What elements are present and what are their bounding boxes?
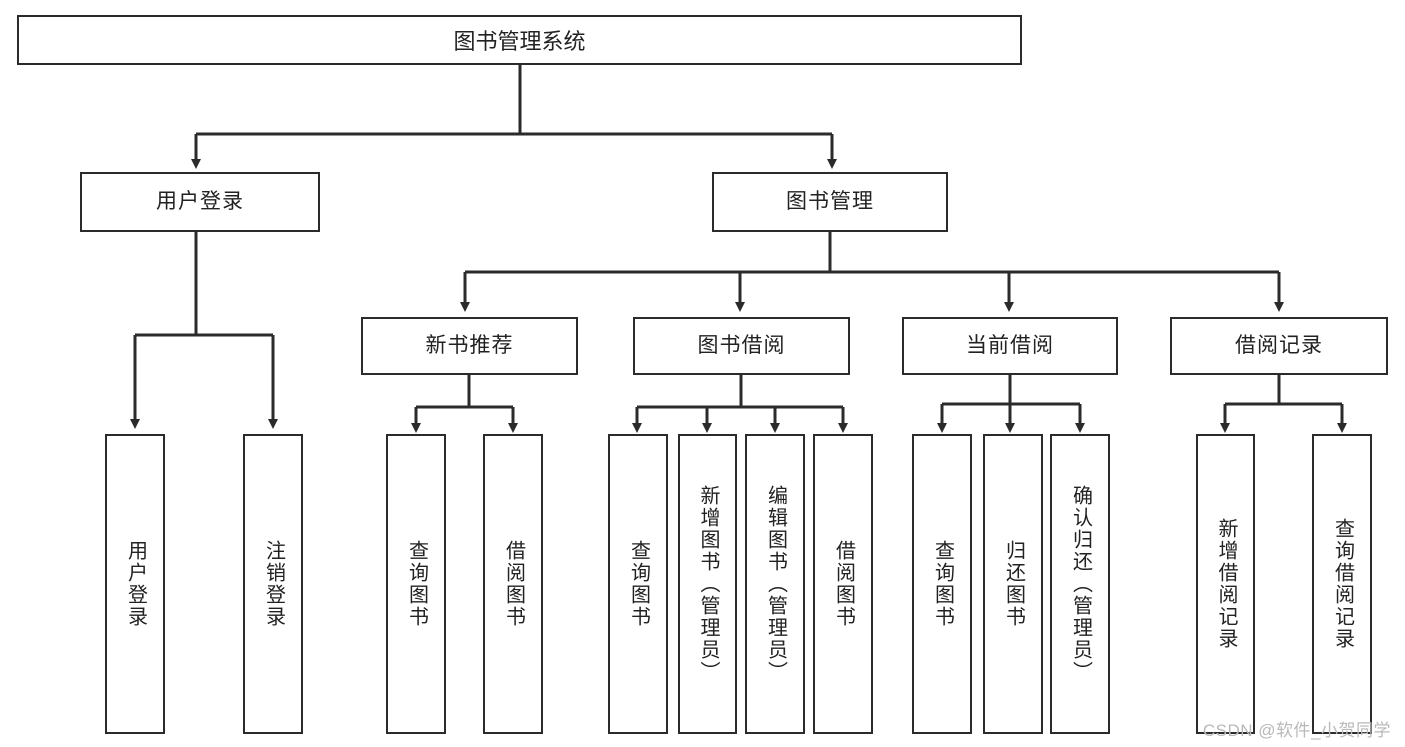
leaf-label: 注销登录	[262, 540, 285, 628]
node-book-manage[interactable]: 图书管理	[712, 172, 948, 232]
leaf-label: 新增图书（管理员）	[697, 485, 719, 683]
leaf-book-borrow-1[interactable]: 新增图书（管理员）	[678, 434, 737, 734]
node-root-label: 图书管理系统	[453, 29, 586, 54]
node-new-book-recommend[interactable]: 新书推荐	[361, 317, 578, 375]
leaf-label: 编辑图书（管理员）	[764, 485, 787, 683]
node-root[interactable]: 图书管理系统	[17, 15, 1022, 65]
leaf-user-login-0[interactable]: 用户登录	[105, 434, 165, 734]
leaf-label: 新增借阅记录	[1215, 518, 1237, 650]
node-user-login[interactable]: 用户登录	[80, 172, 320, 232]
node-book-borrow-label: 图书借阅	[697, 334, 786, 358]
leaf-book-borrow-3[interactable]: 借阅图书	[813, 434, 873, 734]
leaf-new-book-rec-1[interactable]: 借阅图书	[483, 434, 543, 734]
leaf-book-borrow-2[interactable]: 编辑图书（管理员）	[745, 434, 805, 734]
leaf-borrow-record-0[interactable]: 新增借阅记录	[1196, 434, 1255, 734]
leaf-borrow-record-1[interactable]: 查询借阅记录	[1312, 434, 1372, 734]
leaf-label: 归还图书	[1002, 540, 1025, 628]
leaf-label: 查询借阅记录	[1331, 518, 1354, 650]
node-user-login-label: 用户登录	[156, 190, 244, 214]
watermark: CSDN @软件_小贺同学	[1202, 721, 1391, 740]
leaf-current-borrow-0[interactable]: 查询图书	[912, 434, 972, 734]
node-borrow-record[interactable]: 借阅记录	[1170, 317, 1388, 375]
leaf-label: 查询图书	[405, 540, 428, 628]
node-new-book-recommend-label: 新书推荐	[425, 334, 514, 358]
leaf-current-borrow-1[interactable]: 归还图书	[983, 434, 1043, 734]
leaf-label: 借阅图书	[502, 540, 525, 628]
leaf-label: 查询图书	[931, 540, 954, 628]
leaf-current-borrow-2[interactable]: 确认归还（管理员）	[1050, 434, 1110, 734]
node-borrow-record-label: 借阅记录	[1235, 334, 1323, 358]
leaf-new-book-rec-0[interactable]: 查询图书	[386, 434, 446, 734]
leaf-user-login-1[interactable]: 注销登录	[243, 434, 303, 734]
leaf-label: 确认归还（管理员）	[1069, 485, 1092, 683]
leaf-label: 借阅图书	[832, 540, 855, 628]
node-book-borrow[interactable]: 图书借阅	[633, 317, 850, 375]
node-current-borrow-label: 当前借阅	[966, 334, 1054, 358]
leaf-label: 查询图书	[627, 540, 650, 628]
node-current-borrow[interactable]: 当前借阅	[902, 317, 1118, 375]
leaf-label: 用户登录	[124, 540, 147, 628]
leaf-book-borrow-0[interactable]: 查询图书	[608, 434, 668, 734]
node-book-manage-label: 图书管理	[786, 190, 874, 214]
